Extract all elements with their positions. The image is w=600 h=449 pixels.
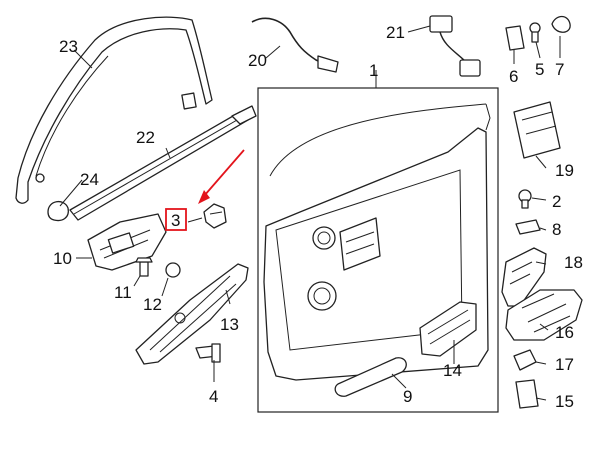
callout-20: 20 [248, 51, 267, 70]
callout-6: 6 [509, 67, 518, 86]
control-module-part [513, 101, 561, 159]
callout-2: 2 [552, 192, 561, 211]
leader-lines [59, 25, 561, 401]
screw-part [135, 257, 153, 277]
connector-part [195, 343, 221, 363]
callout-22: 22 [136, 128, 155, 147]
callout-11: 11 [114, 283, 132, 302]
small-switch-part [513, 349, 537, 371]
callout-9: 9 [403, 387, 412, 406]
armrest-panel-part [135, 263, 249, 365]
small-clip-part [203, 203, 227, 229]
callout-7: 7 [555, 60, 564, 79]
bracket-part [505, 25, 525, 51]
switch-bezel-part [419, 301, 477, 357]
callout-17: 17 [555, 355, 574, 374]
highlight-arrow [198, 149, 245, 204]
switch-module-part [429, 15, 481, 77]
cap-part [47, 201, 69, 222]
callout-15: 15 [555, 392, 574, 411]
spacer-part [515, 219, 541, 235]
callout-13: 13 [220, 315, 239, 334]
callout-8: 8 [552, 220, 561, 239]
callout-1: 1 [369, 61, 378, 80]
callout-10: 10 [53, 249, 72, 268]
door-panel-box [257, 87, 499, 413]
callout-12: 12 [143, 295, 162, 314]
clip-part [165, 262, 181, 278]
callout-16: 16 [555, 323, 574, 342]
callout-24: 24 [80, 170, 99, 189]
nut-part [551, 15, 571, 33]
bezel-part [515, 379, 539, 409]
window-frame-part [15, 16, 213, 204]
cable-part [251, 17, 339, 73]
callout-23: 23 [59, 37, 78, 56]
callout-3: 3 [171, 211, 180, 230]
window-switch-part [501, 247, 547, 307]
pull-cup-part [334, 357, 407, 397]
bolt-part [529, 22, 541, 43]
callout-19: 19 [555, 161, 574, 180]
callout-4: 4 [209, 387, 218, 406]
handle-housing-part [87, 213, 167, 271]
callout-5: 5 [535, 60, 544, 79]
master-switch-part [505, 289, 583, 341]
callout-3-highlight-box [165, 208, 187, 231]
belt-molding-part [69, 105, 257, 221]
callout-14: 14 [443, 361, 462, 380]
callout-18: 18 [564, 253, 583, 272]
push-pin-part [518, 189, 532, 209]
callout-21: 21 [386, 23, 405, 42]
door-trim-panel-part [263, 103, 491, 381]
